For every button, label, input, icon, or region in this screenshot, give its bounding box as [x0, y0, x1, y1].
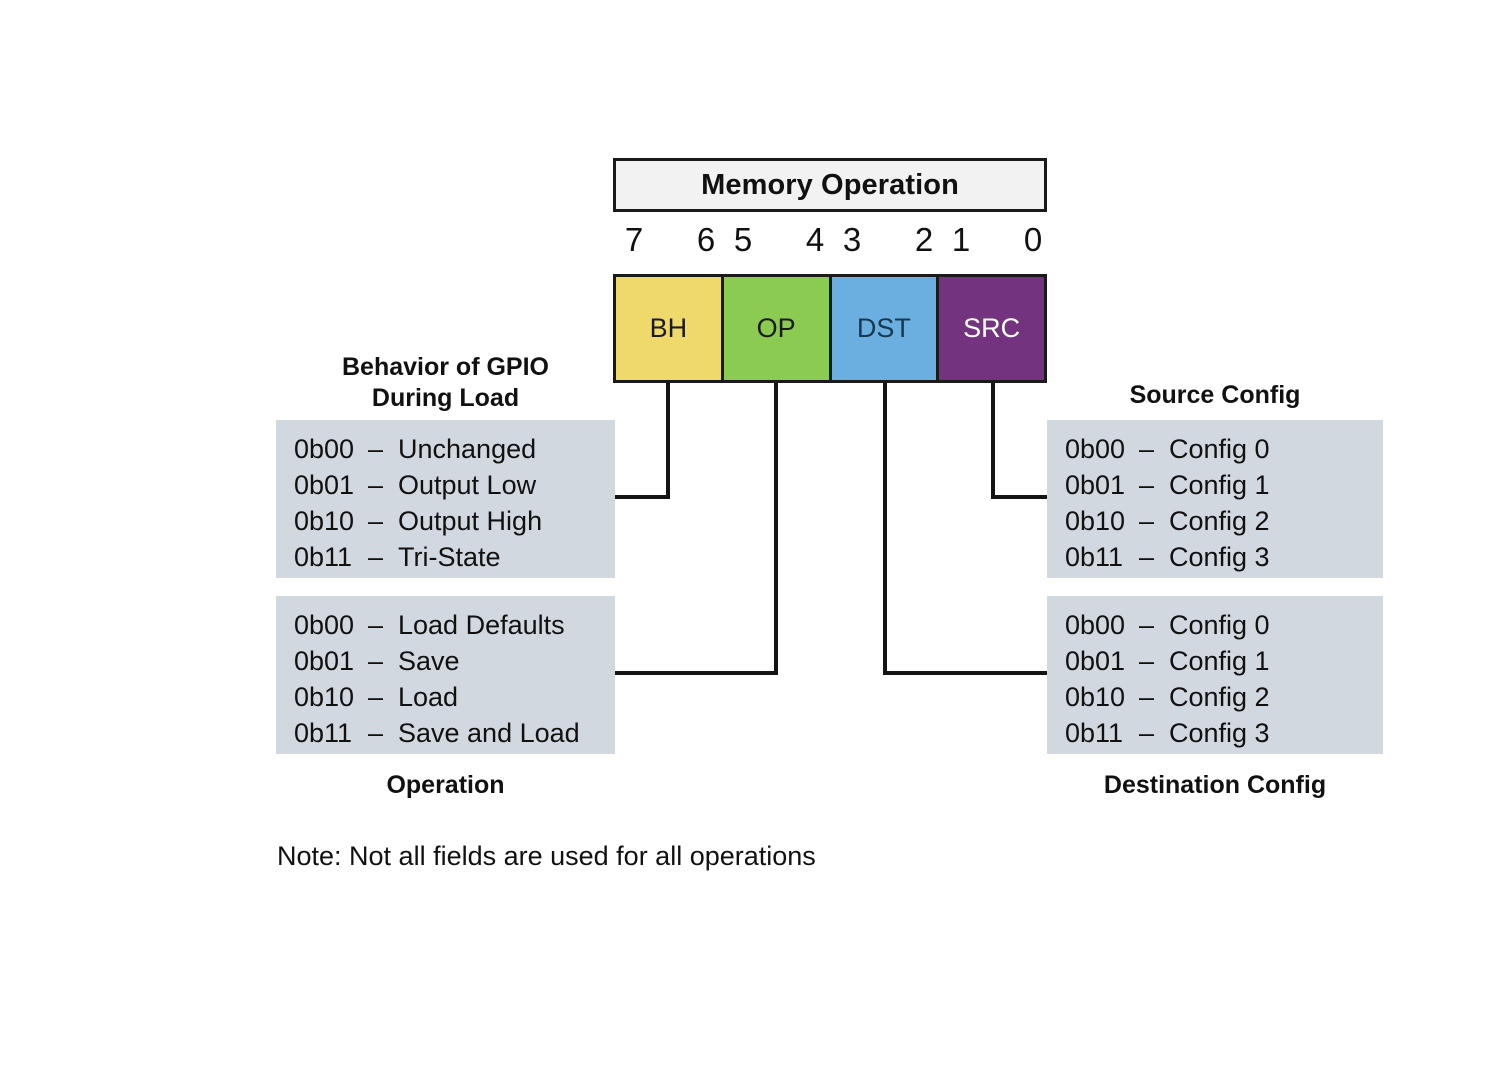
value-code: 0b11: [294, 718, 353, 748]
bit-number-6: 6: [696, 221, 716, 258]
list-item: 0b11 – Tri-State: [294, 542, 615, 578]
list-item: 0b01 – Config 1: [1065, 646, 1383, 682]
list-item: 0b11 – Config 3: [1065, 718, 1383, 754]
value-dash: –: [368, 718, 384, 748]
bit-field-op[interactable]: OP: [720, 274, 832, 383]
list-item: 0b00 – Load Defaults: [294, 610, 615, 646]
bit-field-row: BH OP DST SRC: [613, 274, 1047, 383]
value-dash: –: [1139, 646, 1155, 676]
value-dash: –: [1139, 682, 1155, 712]
value-dash: –: [368, 542, 384, 572]
value-code: 0b11: [294, 542, 353, 572]
bit-number-5: 5: [733, 221, 753, 258]
list-item: 0b10 – Output High: [294, 506, 615, 542]
value-code: 0b00: [294, 610, 355, 640]
value-text: Output High: [398, 506, 543, 536]
list-item: 0b10 – Load: [294, 682, 615, 718]
value-text: Config 0: [1169, 610, 1270, 640]
list-item: 0b10 – Config 2: [1065, 506, 1383, 542]
list-item: 0b00 – Unchanged: [294, 434, 615, 470]
value-code: 0b01: [294, 646, 355, 676]
value-text: Output Low: [398, 470, 537, 500]
register-title: Memory Operation: [701, 168, 959, 201]
value-text: Unchanged: [398, 434, 537, 464]
register-header: Memory Operation: [613, 158, 1047, 212]
value-code: 0b10: [294, 506, 355, 536]
list-item: 0b01 – Config 1: [1065, 470, 1383, 506]
value-text: Save and Load: [398, 718, 580, 748]
bit-number-7: 7: [624, 221, 644, 258]
connector-src: [991, 383, 1047, 499]
list-item: 0b01 – Output Low: [294, 470, 615, 506]
value-text: Save: [398, 646, 460, 676]
value-text: Load Defaults: [398, 610, 565, 640]
value-text: Config 2: [1169, 682, 1270, 712]
value-code: 0b01: [1065, 470, 1126, 500]
value-code: 0b10: [1065, 682, 1126, 712]
value-list-behavior-of-gpio: 0b00 – Unchanged 0b01 – Output Low 0b10 …: [276, 420, 615, 578]
value-text: Config 1: [1169, 646, 1270, 676]
value-code: 0b11: [1065, 718, 1124, 748]
value-code: 0b10: [1065, 506, 1126, 536]
value-code: 0b01: [1065, 646, 1126, 676]
bit-field-src-label: SRC: [963, 313, 1021, 343]
list-item: 0b11 – Config 3: [1065, 542, 1383, 578]
bit-number-1: 1: [951, 221, 971, 258]
bit-field-dst-label: DST: [856, 313, 911, 343]
value-list-operation: 0b00 – Load Defaults 0b01 – Save 0b10 – …: [276, 596, 615, 754]
value-dash: –: [368, 506, 384, 536]
list-item: 0b01 – Save: [294, 646, 615, 682]
value-dash: –: [368, 610, 384, 640]
value-code: 0b10: [294, 682, 355, 712]
caption-behavior-line-2: During Load: [371, 384, 520, 412]
value-dash: –: [1139, 506, 1155, 536]
value-dash: –: [368, 646, 384, 676]
caption-operation: Operation: [386, 771, 505, 799]
bit-field-src[interactable]: SRC: [936, 274, 1047, 383]
value-dash: –: [1139, 542, 1155, 572]
list-item: 0b00 – Config 0: [1065, 434, 1383, 470]
caption-destination-config: Destination Config: [1103, 771, 1327, 799]
bit-field-bh[interactable]: BH: [613, 274, 724, 383]
value-text: Load: [398, 682, 459, 712]
value-code: 0b00: [1065, 610, 1126, 640]
value-dash: –: [1139, 434, 1155, 464]
bit-number-0: 0: [1023, 221, 1043, 258]
bit-number-3: 3: [842, 221, 862, 258]
bit-number-row: 7 6 5 4 3 2 1 0: [613, 220, 1053, 262]
value-list-source-config: 0b00 – Config 0 0b01 – Config 1 0b10 – C…: [1047, 420, 1383, 578]
value-text: Config 3: [1169, 718, 1270, 748]
list-item: 0b00 – Config 0: [1065, 610, 1383, 646]
value-text: Tri-State: [398, 542, 501, 572]
connector-op: [615, 383, 778, 675]
list-item: 0b11 – Save and Load: [294, 718, 615, 754]
value-code: 0b11: [1065, 542, 1124, 572]
value-text: Config 0: [1169, 434, 1270, 464]
bit-field-op-label: OP: [756, 313, 796, 343]
value-dash: –: [1139, 610, 1155, 640]
value-code: 0b01: [294, 470, 355, 500]
bit-number-4: 4: [805, 221, 825, 258]
caption-behavior-line-1: Behavior of GPIO: [342, 353, 549, 381]
bit-field-bh-label: BH: [649, 313, 688, 343]
caption-source-config: Source Config: [1129, 381, 1301, 409]
value-text: Config 1: [1169, 470, 1270, 500]
caption-behavior-of-gpio: Behavior of GPIO During Load: [276, 352, 615, 414]
value-code: 0b00: [294, 434, 355, 464]
footnote-note: Note: Not all fields are used for all op…: [277, 841, 816, 871]
value-dash: –: [368, 470, 384, 500]
connector-dst: [883, 383, 1047, 675]
value-dash: –: [1139, 470, 1155, 500]
connector-bh: [615, 383, 670, 499]
bit-number-2: 2: [914, 221, 934, 258]
value-text: Config 2: [1169, 506, 1270, 536]
value-list-destination-config: 0b00 – Config 0 0b01 – Config 1 0b10 – C…: [1047, 596, 1383, 754]
value-dash: –: [1139, 718, 1155, 748]
list-item: 0b10 – Config 2: [1065, 682, 1383, 718]
value-code: 0b00: [1065, 434, 1126, 464]
bit-field-dst[interactable]: DST: [828, 274, 940, 383]
value-dash: –: [368, 434, 384, 464]
value-text: Config 3: [1169, 542, 1270, 572]
value-dash: –: [368, 682, 384, 712]
